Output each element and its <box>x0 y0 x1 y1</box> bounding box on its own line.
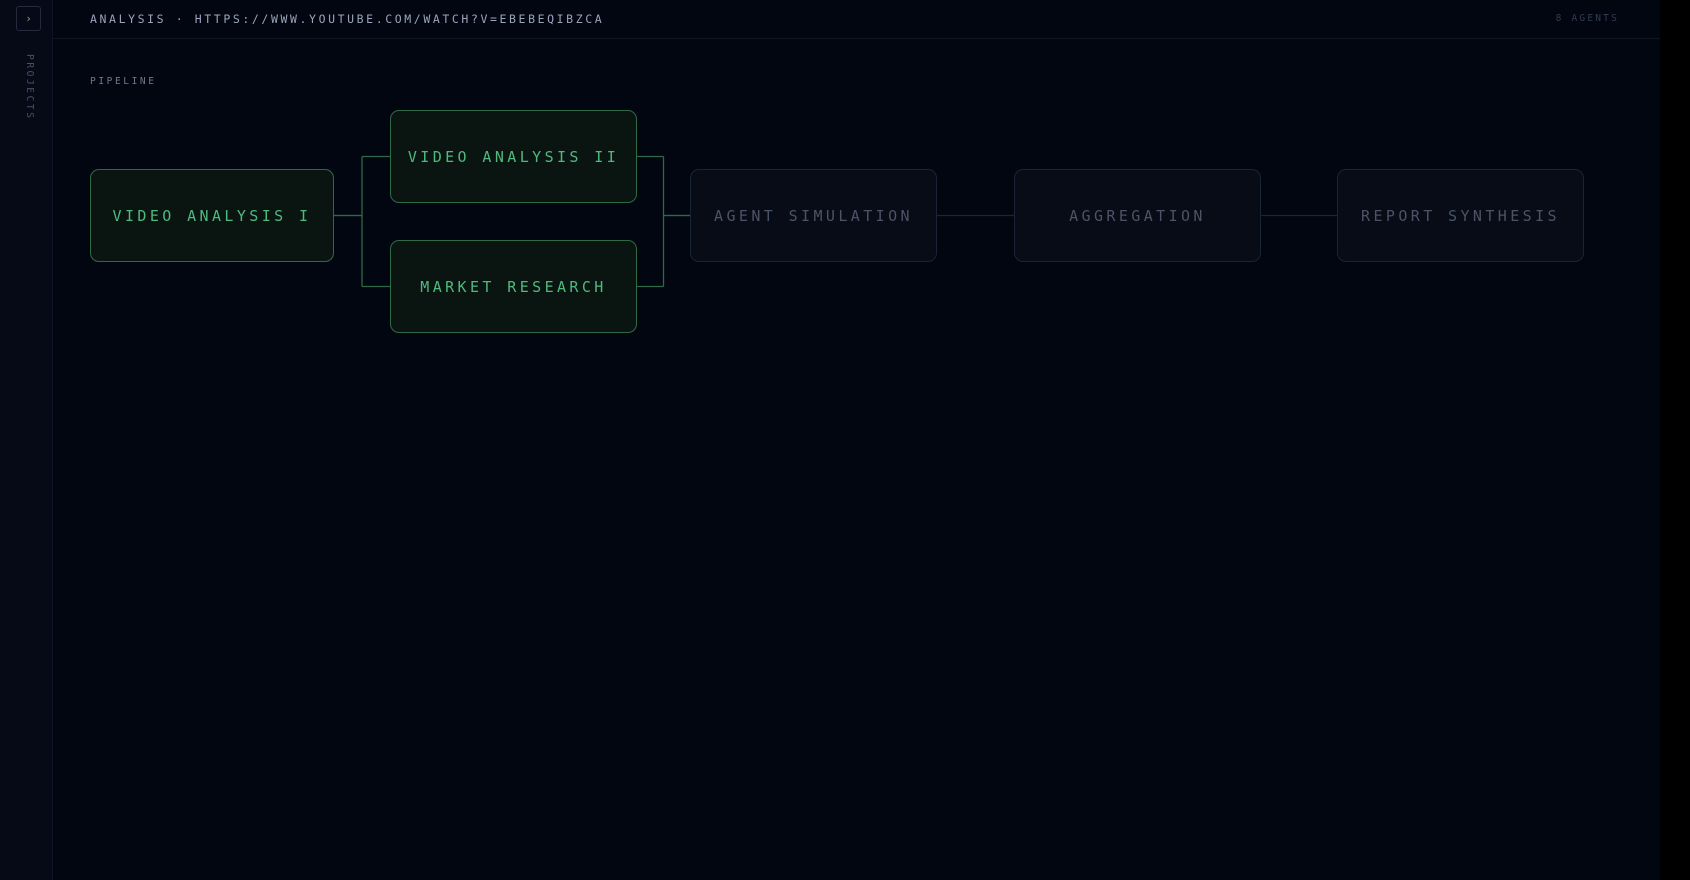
pipeline-node-label: VIDEO ANALYSIS II <box>407 147 620 166</box>
pipeline-section-label: PIPELINE <box>90 76 157 87</box>
pipeline-node-aggregation[interactable]: AGGREGATION <box>1014 169 1261 262</box>
pipeline-node-video-analysis-ii[interactable]: VIDEO ANALYSIS II <box>390 110 637 203</box>
sidebar: › PROJECTS <box>0 0 53 880</box>
page-title: ANALYSIS · HTTPS://WWW.YOUTUBE.COM/WATCH… <box>90 12 605 26</box>
pipeline-node-market-research[interactable]: MARKET RESEARCH <box>390 240 637 333</box>
pipeline-edges <box>334 155 1337 288</box>
sidebar-section-projects[interactable]: PROJECTS <box>24 54 35 121</box>
pipeline-node-video-analysis-i[interactable]: VIDEO ANALYSIS I <box>90 169 334 262</box>
expand-sidebar-icon[interactable]: › <box>16 6 41 31</box>
main-panel: ANALYSIS · HTTPS://WWW.YOUTUBE.COM/WATCH… <box>53 0 1660 880</box>
pipeline-node-label: REPORT SYNTHESIS <box>1361 206 1560 225</box>
pipeline-node-report-synthesis[interactable]: REPORT SYNTHESIS <box>1337 169 1584 262</box>
pipeline-node-label: VIDEO ANALYSIS I <box>112 206 312 225</box>
pipeline-graph: VIDEO ANALYSIS I VIDEO ANALYSIS II MARKET … <box>53 0 1660 841</box>
pipeline-node-label: AGENT SIMULATION <box>714 206 913 225</box>
pipeline-node-agent-simulation[interactable]: AGENT SIMULATION <box>690 169 937 262</box>
header-bar: ANALYSIS · HTTPS://WWW.YOUTUBE.COM/WATCH… <box>53 0 1660 39</box>
pipeline-node-label: AGGREGATION <box>1069 206 1206 225</box>
pipeline-node-label: MARKET RESEARCH <box>420 277 607 296</box>
agent-count-badge: 8 AGENTS <box>1555 13 1619 24</box>
